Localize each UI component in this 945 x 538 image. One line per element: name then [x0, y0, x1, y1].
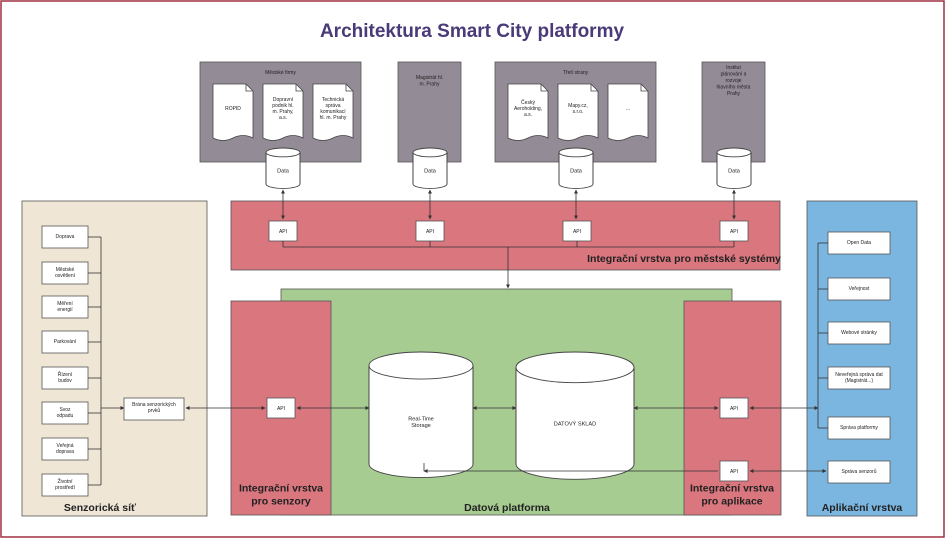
- page-title: Architektura Smart City platformy: [320, 21, 625, 42]
- data-store-label: Data: [277, 168, 290, 174]
- data-store: Data: [412, 147, 448, 189]
- cylinder-fill: [266, 152, 300, 184]
- document-icon: [607, 83, 649, 141]
- app-item-label: Neveřejná správa dat(Magistrát...): [835, 372, 883, 384]
- data-store: Data: [265, 147, 301, 189]
- city-integration-label: Integrační vrstva pro městské systémy: [587, 253, 781, 265]
- sensor-network: [21, 200, 208, 517]
- app-item-label: Open Data: [847, 240, 871, 246]
- data-platform: [280, 288, 733, 516]
- cylinder-fill: [559, 152, 593, 184]
- api-box-app-sensors: [719, 460, 749, 482]
- data-store-label: Data: [424, 168, 437, 174]
- document-icon: [212, 83, 254, 141]
- cylinder-top: [265, 147, 301, 158]
- source-group: [701, 61, 766, 163]
- source-group: [397, 61, 462, 163]
- source-group-label: Městské firmy: [265, 70, 296, 76]
- cylinder-top: [368, 351, 474, 380]
- api-box-city-label: API: [426, 229, 434, 235]
- api-box-app-label: API: [730, 406, 738, 412]
- source-group-label: Třetí strany: [563, 70, 589, 76]
- sensor-gateway: [123, 397, 185, 421]
- api-box-sensor: [266, 397, 296, 419]
- sensor-network-label: Senzorická síť: [64, 502, 137, 514]
- data-store-label: Data: [728, 168, 741, 174]
- app-item: [827, 460, 891, 484]
- data-store: Data: [716, 147, 752, 189]
- sensor-item-label: Parkování: [54, 339, 77, 345]
- app-item-label: Webové stránky: [841, 330, 877, 336]
- document-icon: [312, 83, 354, 141]
- cylinder-top: [515, 351, 635, 384]
- document-icon-fold: [345, 84, 353, 92]
- document-icon-fold: [590, 84, 598, 92]
- api-box-sensor-label: API: [277, 406, 285, 412]
- data-store-label: Data: [570, 168, 583, 174]
- city-integration-layer: [230, 200, 781, 271]
- cylinder-fill: [516, 367, 634, 464]
- document-icon: [262, 83, 304, 141]
- api-box-app-sensors-label: API: [730, 469, 738, 475]
- cylinder-fill: [369, 365, 473, 464]
- document-icon-label: ROPID: [225, 106, 241, 112]
- document-icon-label: Mapy.cz,s.r.o.: [568, 103, 588, 115]
- app-item-label: Správa senzorů: [841, 468, 876, 475]
- data-store: Data: [558, 147, 594, 189]
- data-platform-label: Datová platforma: [464, 502, 550, 514]
- source-group-label: Magistrát hl.m. Prahy: [416, 75, 443, 88]
- cylinder-top: [716, 147, 752, 158]
- api-box-app: [719, 397, 749, 419]
- data-warehouse-label: DATOVÝ SKLAD: [554, 420, 596, 427]
- cylinder-fill: [413, 152, 447, 184]
- document-icon-fold: [245, 84, 253, 92]
- document-icon-fold: [295, 84, 303, 92]
- application-layer-label: Aplikační vrstva: [822, 502, 903, 514]
- sensor-item-label: Doprava: [56, 234, 75, 240]
- app-item-label: Správa platformy: [840, 425, 878, 431]
- document-icon: [507, 83, 549, 141]
- data-warehouse: DATOVÝ SKLAD: [515, 351, 635, 480]
- cylinder-fill: [717, 152, 751, 184]
- api-box-city-label: API: [573, 229, 581, 235]
- document-icon-fold: [540, 84, 548, 92]
- api-box-city-label: API: [279, 229, 287, 235]
- cylinder-top: [558, 147, 594, 158]
- api-box-city-label: API: [730, 229, 738, 235]
- cylinder-top: [412, 147, 448, 158]
- document-icon: [557, 83, 599, 141]
- document-icon-label: ...: [626, 106, 630, 112]
- document-icon-fold: [640, 84, 648, 92]
- app-item-label: Veřejnost: [849, 286, 870, 292]
